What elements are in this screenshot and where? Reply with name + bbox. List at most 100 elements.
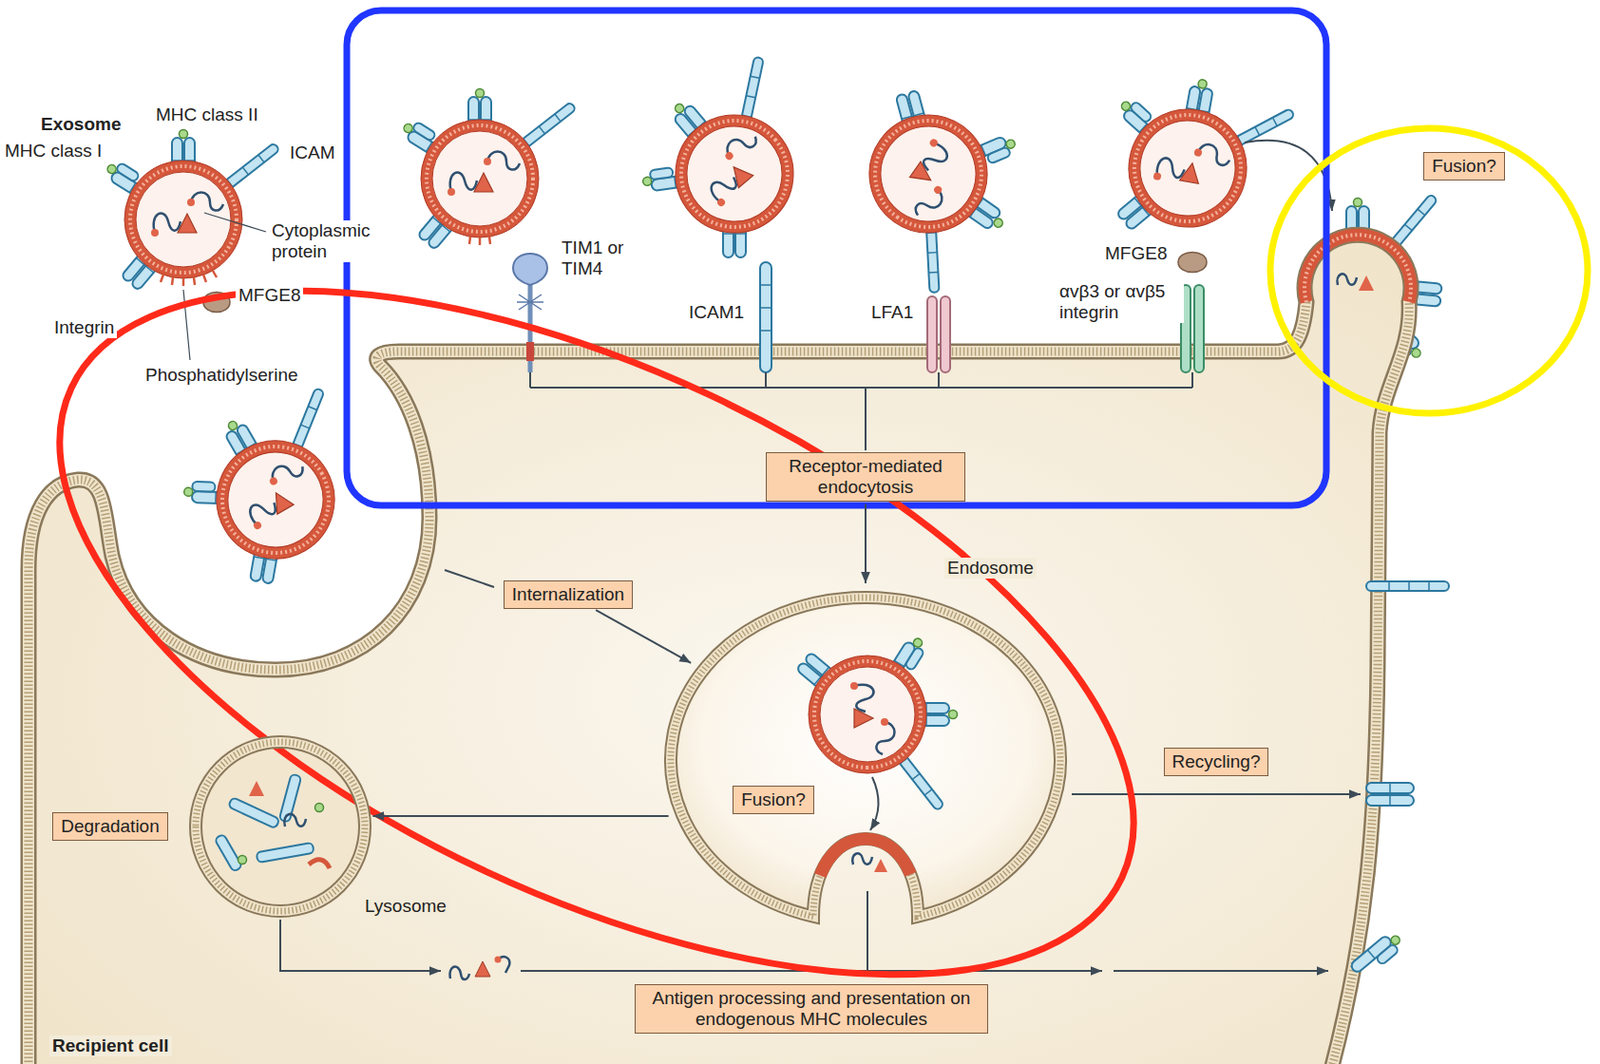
- lysosome-contents: [284, 814, 306, 827]
- lysosome-contents: [248, 780, 265, 797]
- integrin-receptor: [1194, 285, 1204, 373]
- annotation-label: LFA1: [868, 302, 916, 324]
- annotation-label: αvβ3 or αvβ5 integrin: [1056, 281, 1184, 324]
- exosomes: [102, 42, 1298, 602]
- membrane-outline: [670, 597, 1061, 917]
- antigen-presentation-path: [495, 956, 502, 964]
- node-text: Antigen processing and presentation on e…: [643, 988, 980, 1031]
- membrane-outline: [195, 742, 365, 912]
- recycling-path: [1366, 581, 1449, 591]
- exosomes: [814, 66, 1048, 305]
- annotation-label: Integrin: [51, 317, 117, 339]
- recycling-path: [1071, 793, 1361, 796]
- process-box: Fusion?: [1423, 152, 1505, 181]
- integrin-receptor: [1178, 252, 1207, 273]
- process-box: Recycling?: [1163, 747, 1270, 777]
- lysosome-contents: [195, 742, 365, 912]
- compartment-label: Lysosome: [361, 895, 450, 917]
- signalling-bracket: [530, 372, 1193, 451]
- lysosome-contents: [256, 842, 315, 863]
- exosomes: [160, 373, 395, 602]
- node-text: Fusion?: [1431, 155, 1497, 177]
- antigen-presentation-path: [475, 961, 491, 977]
- endosome-lumen: [796, 633, 958, 812]
- membrane-outline: [195, 742, 365, 912]
- lysosome-contents: [315, 803, 324, 813]
- annotation-label: Phosphatidylserine: [142, 364, 302, 386]
- antigen-presentation-path: [280, 919, 441, 972]
- icam1-receptor: [760, 285, 772, 331]
- endosome-lumen: [852, 853, 873, 865]
- recycling-path: [1366, 782, 1414, 806]
- fused-exosome-membrane: [813, 838, 918, 917]
- highlight-circle: [1270, 128, 1588, 414]
- illustration: [1349, 929, 1406, 981]
- cell-membrane: [28, 234, 1411, 1064]
- tim-receptor: [526, 342, 534, 362]
- lfa1-receptor: [927, 296, 951, 373]
- endosome-compartment: EndosomeFusion?: [659, 586, 1072, 934]
- cell-cytoplasm: [28, 234, 1411, 1064]
- fused-exosome-membrane: [1336, 273, 1357, 286]
- cell-membrane: [28, 234, 1411, 1064]
- highlight-frame: [346, 10, 1327, 506]
- arrow-connector: [864, 503, 867, 584]
- exosomes: [614, 42, 855, 281]
- lysosome-contents: [228, 797, 280, 829]
- internalization-path: [444, 570, 495, 588]
- exosomes: [1095, 65, 1298, 255]
- annotation-label: MFGE8: [1102, 243, 1170, 265]
- fused-exosome-membrane: [1358, 275, 1374, 291]
- fused-exosome-membrane: [1304, 234, 1411, 303]
- lysosome-contents: [238, 856, 248, 865]
- annotation-label: Recipient cell: [49, 1035, 172, 1057]
- antigen-presentation-path: [866, 891, 869, 972]
- process-box: Receptor-mediated endocytosis: [765, 452, 966, 503]
- fused-exosome-membrane: [1304, 234, 1411, 303]
- process-box: Fusion?: [732, 785, 815, 815]
- lysosome-compartment: Lysosome: [190, 736, 371, 917]
- endosome-lumen: [670, 597, 1061, 917]
- endosome-lumen: [874, 858, 888, 873]
- membrane-outline: [670, 597, 1061, 917]
- process-box: Antigen processing and presentation on e…: [634, 984, 989, 1035]
- compartment-outline: [659, 586, 1072, 934]
- legend-exosome-details: [469, 236, 491, 246]
- node-text: Degradation: [60, 816, 160, 838]
- cell-membrane: [28, 234, 1411, 1064]
- membrane-outline: [670, 597, 1061, 917]
- node-text: Recycling?: [1172, 751, 1261, 773]
- arrow-connector: [595, 609, 691, 664]
- process-box: Internalization: [503, 580, 633, 610]
- highlight-ellipse: [0, 149, 1234, 1064]
- endosome-lumen: [670, 597, 1061, 917]
- antigen-presentation-path: [450, 967, 470, 980]
- annotation-label: Exosome: [38, 114, 124, 135]
- tim-receptor: [513, 253, 548, 373]
- arrow-connector: [372, 815, 668, 818]
- cell-membrane: [28, 234, 1411, 1064]
- lysosome-contents: [195, 742, 365, 912]
- annotation-label: MHC class I: [1, 140, 105, 162]
- endosome-lumen: [870, 777, 879, 831]
- fused-exosome-membrane: [1304, 234, 1411, 303]
- icam1-receptor: [760, 262, 772, 373]
- lfa1-receptor: [940, 296, 951, 373]
- exosomes: [399, 89, 577, 251]
- annotation-label: ICAM: [286, 142, 339, 164]
- compartment-label: Endosome: [944, 557, 1037, 579]
- tim-receptor: [513, 253, 548, 286]
- tim-receptor: [516, 294, 544, 310]
- annotation-label: ICAM1: [685, 302, 747, 324]
- lysosome-contents: [308, 859, 330, 869]
- lysosome-contents: [214, 834, 244, 873]
- membrane-outline: [195, 742, 365, 912]
- legend-exosome-details: [160, 270, 217, 286]
- icam1-receptor: [760, 262, 772, 373]
- node-text: Fusion?: [741, 789, 806, 811]
- process-box: Degradation: [52, 812, 169, 841]
- annotation-label: MHC class II: [152, 104, 262, 126]
- lfa1-receptor: [927, 296, 937, 373]
- legend-exosome-details: [160, 212, 491, 361]
